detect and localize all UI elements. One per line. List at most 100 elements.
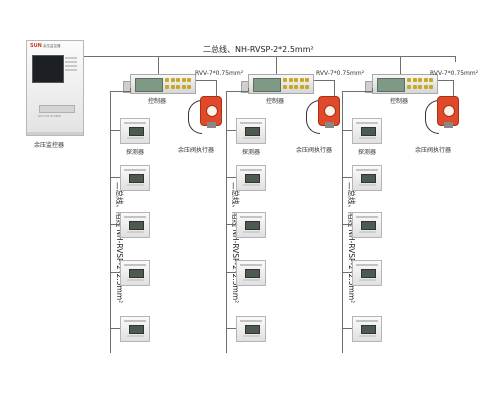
group-3-detector-3	[352, 212, 382, 238]
group-2-detector-5-branch	[226, 328, 236, 329]
detector-screen	[245, 127, 260, 136]
group-3-detector-2-branch	[342, 177, 352, 178]
detector-bottom-bar	[359, 279, 376, 281]
detector-top-strip	[356, 216, 378, 218]
detector-top-strip	[124, 169, 146, 171]
detector-bottom-bar	[243, 137, 260, 139]
group-3-actuator-cable	[438, 80, 453, 81]
detector-bottom-bar	[243, 231, 260, 233]
detector-screen	[245, 221, 260, 230]
actuator-3-base	[444, 122, 453, 128]
detector-top-strip	[124, 216, 146, 218]
main-bus-label: 二总线、NH-RVSP-2*2.5mm²	[203, 45, 314, 54]
detector-screen	[129, 174, 144, 183]
group-3-detector-label: 探测器	[358, 149, 377, 156]
group-3-detector-4-branch	[342, 272, 352, 273]
group-3-detector-2	[352, 165, 382, 191]
detector-screen	[361, 174, 376, 183]
cabinet-header-text: 余压监控器	[43, 44, 61, 48]
detector-screen	[129, 127, 144, 136]
group-3-vertical-bus	[342, 91, 343, 353]
group-1-detector-2	[120, 165, 150, 191]
group-2-vertical-stub	[248, 88, 249, 92]
group-1-detector-3-branch	[110, 224, 120, 225]
actuator-2	[318, 96, 340, 128]
detector-screen	[245, 174, 260, 183]
actuator-3-dial-icon	[443, 105, 455, 117]
detector-screen	[361, 221, 376, 230]
detector-bottom-bar	[127, 184, 144, 186]
controller-1	[123, 74, 196, 94]
detector-screen	[129, 325, 144, 334]
group-3-actuator-cable-label: RVV-7*0.75mm²	[430, 70, 479, 77]
group-3-detector-3-branch	[342, 224, 352, 225]
group-3-vertical-stub	[372, 88, 373, 92]
detector-top-strip	[240, 122, 262, 124]
detector-screen	[361, 325, 376, 334]
cabinet-name-plate	[39, 105, 75, 113]
group-3-vertical-bus-top	[342, 91, 372, 92]
controller-1-screen	[135, 78, 163, 92]
group-1-actuator-drop	[216, 80, 217, 96]
group-1-detector-5-branch	[110, 328, 120, 329]
actuator-2-base	[325, 122, 334, 128]
group-3-detector-1-branch	[342, 130, 352, 131]
group-2-vertical-bus	[226, 91, 227, 353]
controller-1-label: 控制器	[148, 98, 167, 105]
controller-3-keypad	[407, 78, 435, 90]
main-bus-end	[455, 56, 456, 62]
group-1-vertical-bus-top	[110, 91, 130, 92]
actuator-2-label: 余压阀执行器	[296, 147, 333, 154]
group-2-detector-1	[236, 118, 266, 144]
detector-bottom-bar	[243, 184, 260, 186]
group-1-vertical-stub	[130, 88, 131, 92]
group-2-detector-2	[236, 165, 266, 191]
group-1-detector-1-branch	[110, 130, 120, 131]
controller-1-keypad	[165, 78, 193, 90]
group-2-vertical-bus-top	[226, 91, 248, 92]
group-2-detector-1-branch	[226, 130, 236, 131]
main-bus-line	[84, 56, 456, 57]
cabinet-screen	[32, 55, 64, 83]
detector-top-strip	[124, 320, 146, 322]
detector-top-strip	[356, 122, 378, 124]
group-1-actuator-cable	[196, 80, 216, 81]
group-2-detector-label: 探测器	[242, 149, 261, 156]
group-2-detector-2-branch	[226, 177, 236, 178]
detector-bottom-bar	[127, 335, 144, 337]
detector-top-strip	[240, 320, 262, 322]
detector-screen	[245, 269, 260, 278]
cabinet-plate-text: RCS-YW-4H/800	[38, 114, 62, 118]
group-2-actuator-cable	[314, 80, 334, 81]
group-1-actuator-cable-label: RVV-7*0.75mm²	[195, 70, 244, 77]
actuator-3-label: 余压阀执行器	[415, 147, 452, 154]
group-1-bus-drop	[158, 56, 159, 74]
group-2-detector-3-branch	[226, 224, 236, 225]
group-2-bus-drop	[276, 56, 277, 74]
group-1-detector-2-branch	[110, 177, 120, 178]
group-1-detector-3	[120, 212, 150, 238]
main-unit-caption: 余压监控器	[34, 142, 65, 149]
detector-top-strip	[356, 264, 378, 266]
group-1-vertical-bus	[110, 91, 111, 353]
actuator-1	[200, 96, 222, 128]
group-1-detector-5	[120, 316, 150, 342]
group-3-detector-5	[352, 316, 382, 342]
group-3-actuator-drop	[453, 80, 454, 96]
detector-bottom-bar	[243, 335, 260, 337]
controller-3-label: 控制器	[390, 98, 409, 105]
group-3-detector-4	[352, 260, 382, 286]
main-monitor-cabinet: SUN 余压监控器 RCS-YW-4H/800	[26, 40, 84, 136]
group-2-detector-4-branch	[226, 272, 236, 273]
detector-bottom-bar	[127, 231, 144, 233]
controller-2-keypad	[283, 78, 311, 90]
group-1-detector-4-branch	[110, 272, 120, 273]
controller-2	[241, 74, 314, 94]
group-1-detector-1	[120, 118, 150, 144]
actuator-1-dial-icon	[206, 105, 218, 117]
group-3-detector-5-branch	[342, 328, 352, 329]
detector-bottom-bar	[359, 335, 376, 337]
actuator-1-label: 余压阀执行器	[178, 147, 215, 154]
detector-screen	[361, 269, 376, 278]
detector-bottom-bar	[127, 279, 144, 281]
